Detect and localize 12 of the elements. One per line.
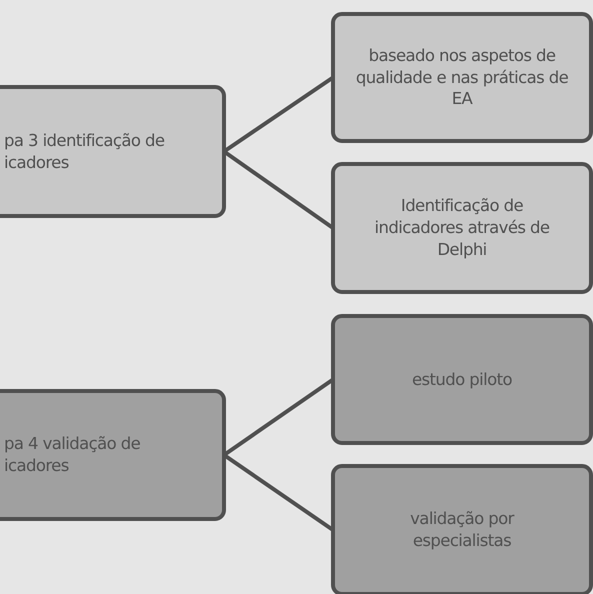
box-label: pa 3 identificação de icadores [4, 130, 166, 174]
process-box [331, 314, 593, 445]
process-box [331, 464, 593, 594]
process-box [0, 85, 226, 218]
box-label: Identificação de indicadores através de Delphi [374, 195, 550, 261]
process-box [331, 12, 593, 143]
box-label: baseado nos aspetos de qualidade e nas práticas de EA [354, 44, 570, 110]
box-label: validação por especialistas [409, 508, 516, 552]
box-label: estudo piloto [411, 368, 513, 390]
process-box [331, 162, 593, 294]
box-label: pa 4 validação de icadores [4, 433, 142, 477]
process-box [0, 389, 226, 521]
